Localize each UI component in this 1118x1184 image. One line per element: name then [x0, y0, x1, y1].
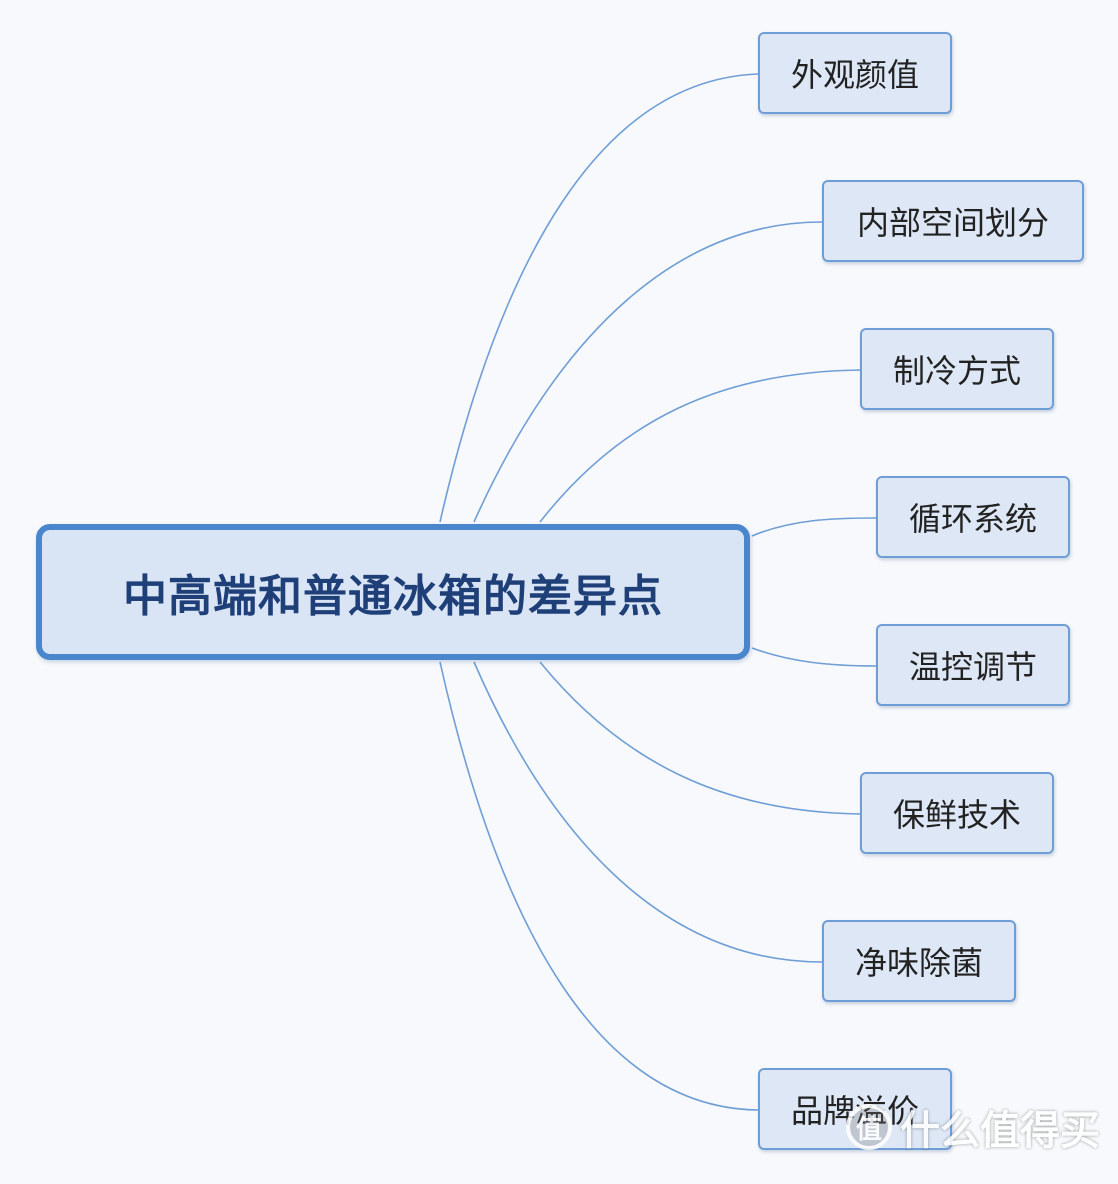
branch-topic-label: 净味除菌 — [854, 944, 983, 982]
branch-topic-cooling-method[interactable]: 制冷方式 — [860, 328, 1054, 410]
branch-topic-appearance[interactable]: 外观颜值 — [758, 32, 952, 114]
watermark-logo-glyph: 值 — [855, 1114, 882, 1145]
connector-line — [751, 517, 877, 537]
branch-topic-deodorize-sterilize[interactable]: 净味除菌 — [822, 920, 1016, 1002]
branch-topic-label: 温控调节 — [908, 648, 1037, 686]
branch-topic-label: 制冷方式 — [892, 352, 1021, 390]
watermark-text: 什么值得买 — [900, 1108, 1100, 1154]
branch-topic-label: 保鲜技术 — [892, 796, 1021, 834]
watermark: 值 什么值得买 — [846, 1098, 1100, 1156]
branch-topic-label: 循环系统 — [908, 500, 1037, 538]
connector-line — [751, 647, 877, 667]
connector-line — [539, 661, 861, 815]
connector-line — [439, 73, 759, 523]
watermark-logo-icon: 值 — [846, 1104, 892, 1150]
branch-topic-preservation-tech[interactable]: 保鲜技术 — [860, 772, 1054, 854]
branch-topic-label: 外观颜值 — [790, 56, 919, 94]
branch-topic-interior-space[interactable]: 内部空间划分 — [822, 180, 1084, 262]
branch-topic-circulation-system[interactable]: 循环系统 — [876, 476, 1070, 558]
connector-line — [473, 221, 823, 523]
central-topic-title: 中高端和普通冰箱的差异点 — [123, 571, 663, 622]
central-topic[interactable]: 中高端和普通冰箱的差异点 — [36, 524, 750, 660]
connector-line — [473, 661, 823, 963]
branch-topic-label: 内部空间划分 — [856, 204, 1049, 242]
connector-line — [539, 369, 861, 523]
connector-line — [439, 661, 759, 1111]
branch-topic-temperature-control[interactable]: 温控调节 — [876, 624, 1070, 706]
